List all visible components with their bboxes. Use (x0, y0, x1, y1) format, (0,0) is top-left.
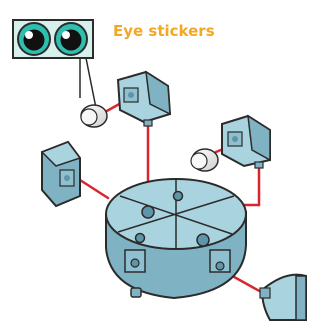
peg-right (191, 149, 218, 171)
round-base-icon (106, 179, 246, 298)
block-bottom-right (260, 275, 306, 320)
eye-stickers-label: Eye stickers (113, 22, 215, 40)
eye-stickers-icon (13, 20, 93, 58)
sticker-pointer-lines (80, 58, 96, 108)
block-top-right (222, 116, 270, 168)
block-left (42, 142, 80, 206)
peg-left (81, 105, 107, 127)
left-eye-sticker (18, 23, 50, 55)
right-eye-sticker (55, 23, 87, 55)
block-top-left (118, 72, 170, 126)
